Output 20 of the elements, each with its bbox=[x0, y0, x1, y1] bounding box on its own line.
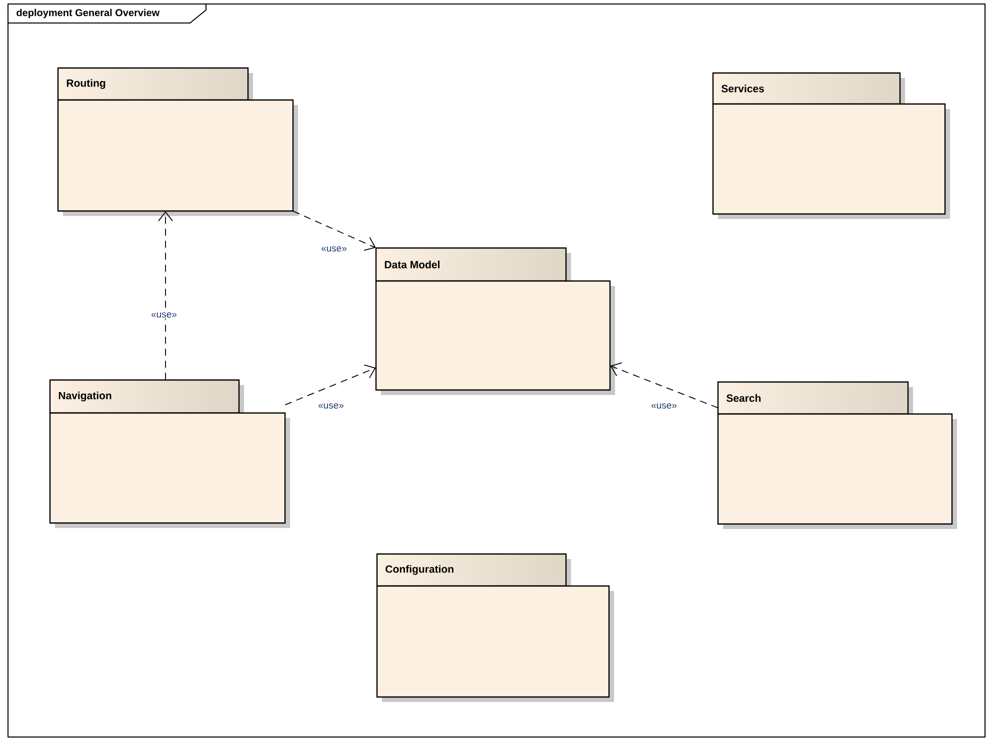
dependency-arrow bbox=[610, 362, 718, 408]
edge-label: «use» bbox=[321, 246, 347, 252]
package-box: Search bbox=[717, 381, 957, 529]
package-box: Data Model bbox=[375, 247, 615, 395]
package-box: Services bbox=[712, 72, 950, 219]
node-label: Services bbox=[722, 84, 764, 92]
package-box: Navigation bbox=[49, 379, 290, 528]
node-label: Navigation bbox=[58, 392, 112, 402]
node-label: Routing bbox=[66, 79, 106, 89]
node-label: Data Model bbox=[384, 260, 440, 268]
dependency-arrow bbox=[158, 211, 173, 380]
edge-label: «use» bbox=[151, 312, 177, 318]
node-label: Search bbox=[726, 394, 761, 402]
edge-label: «use» bbox=[651, 403, 677, 409]
edge-label: «use» bbox=[318, 403, 344, 409]
dependency-arrow bbox=[284, 364, 376, 406]
dependency-arrow bbox=[292, 210, 376, 251]
node-label: Configuration bbox=[386, 565, 454, 575]
package-box: Routing bbox=[57, 67, 298, 216]
package-box: Configuration bbox=[376, 553, 614, 702]
